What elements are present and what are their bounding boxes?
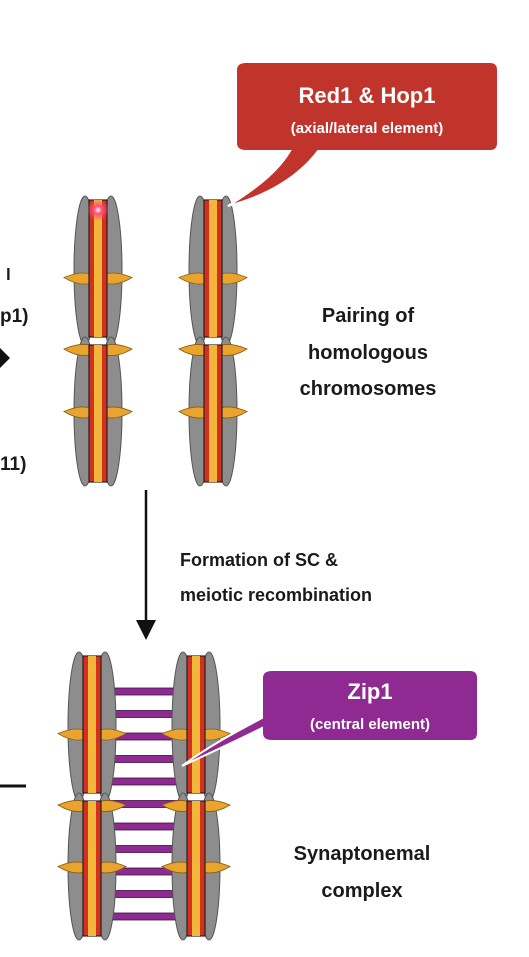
chromosome bbox=[161, 651, 231, 941]
formation-label-line1: Formation of SC & bbox=[180, 550, 338, 570]
red1-callout-title: Red1 & Hop1 bbox=[299, 83, 436, 108]
zip1-callout-subtitle: (central element) bbox=[310, 716, 430, 733]
zip1-callout: Zip1 (central element) bbox=[181, 669, 479, 767]
cutoff-arrow bbox=[0, 348, 10, 368]
axial-core bbox=[209, 200, 217, 337]
axial-core bbox=[209, 345, 217, 482]
synaptonemal-label-line1: Synaptonemal bbox=[294, 843, 431, 865]
synaptonemal-complex-graphic bbox=[57, 651, 231, 941]
red1-callout-bubble bbox=[227, 61, 499, 207]
chromosome bbox=[63, 195, 133, 487]
chromosome bbox=[178, 195, 248, 487]
pairing-label-line3: chromosomes bbox=[300, 378, 437, 400]
zip1-callout-title: Zip1 bbox=[347, 679, 392, 704]
chromosome bbox=[57, 651, 127, 941]
axial-core bbox=[88, 656, 96, 793]
pairing-label-line2: homologous bbox=[308, 342, 428, 364]
recombination-marker-icon bbox=[87, 199, 109, 221]
red1-hop1-callout: Red1 & Hop1 (axial/lateral element) bbox=[227, 61, 499, 207]
formation-label: Formation of SC & meiotic recombination bbox=[180, 550, 372, 605]
cutoff-text-2: p1) bbox=[0, 306, 29, 327]
pairing-label: Pairing of homologous chromosomes bbox=[300, 305, 437, 400]
formation-label-line2: meiotic recombination bbox=[180, 585, 372, 605]
synaptonemal-label: Synaptonemal complex bbox=[294, 843, 431, 902]
axial-core bbox=[192, 801, 200, 936]
formation-arrow bbox=[136, 490, 156, 640]
red1-callout-subtitle: (axial/lateral element) bbox=[291, 120, 444, 137]
axial-core bbox=[192, 656, 200, 793]
axial-core bbox=[88, 801, 96, 936]
synaptonemal-label-line2: complex bbox=[321, 880, 402, 902]
arrow-head-icon bbox=[136, 620, 156, 640]
pairing-label-line1: Pairing of bbox=[322, 305, 415, 327]
zip1-callout-bubble bbox=[181, 669, 479, 767]
axial-core bbox=[94, 345, 102, 482]
cutoff-text-1: l bbox=[6, 265, 11, 284]
axial-core bbox=[94, 200, 102, 337]
cutoff-text-4: 11) bbox=[0, 454, 26, 475]
cutoff-left-text: l p1) 11) bbox=[0, 265, 29, 788]
homologous-chromosome-pair bbox=[63, 195, 248, 487]
